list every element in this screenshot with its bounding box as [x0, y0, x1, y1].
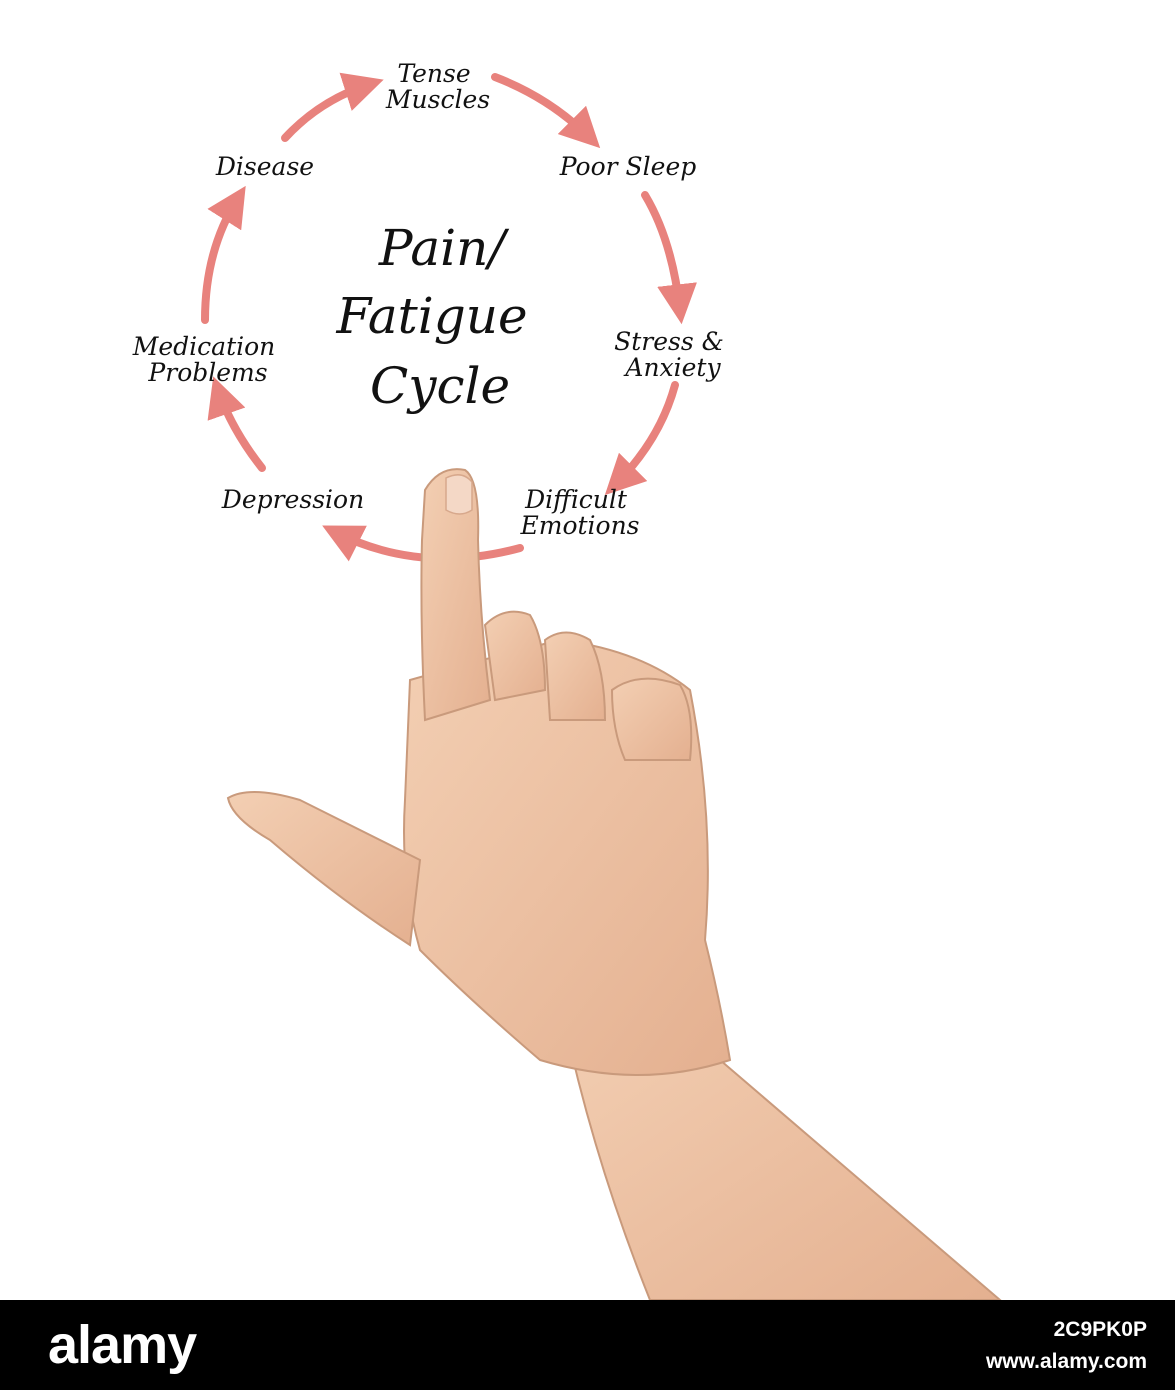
- node-poor-sleep: Poor Sleep: [559, 152, 697, 181]
- arrow-medication-to-disease: [201, 185, 246, 324]
- arrow-depression-to-medication: [207, 376, 266, 472]
- arrow-stress-to-emotions: [604, 381, 679, 496]
- node-medication-problems: Medication Problems: [132, 332, 283, 387]
- node-tense-muscles: Tense Muscles: [385, 59, 490, 114]
- arrow-sleep-to-stress: [641, 191, 697, 325]
- arrow-tense-to-sleep: [491, 73, 601, 149]
- node-difficult-emotions: Difficult Emotions: [519, 485, 639, 540]
- pointing-hand-image: [226, 468, 1002, 1300]
- node-stress-anxiety: Stress & Anxiety: [614, 327, 732, 382]
- brand-logo: alamy: [48, 1315, 197, 1375]
- site-url-label: www.alamy.com: [985, 1350, 1147, 1373]
- cycle-title: Pain/ Fatigue Cycle: [336, 219, 544, 415]
- middle-finger: [483, 610, 547, 702]
- thumb: [226, 790, 422, 947]
- ring-finger: [543, 631, 607, 721]
- stock-footer-bar: alamy 2C9PK0P www.alamy.com: [0, 1300, 1175, 1390]
- node-disease: Disease: [215, 152, 314, 181]
- image-id-label: 2C9PK0P: [1053, 1318, 1147, 1341]
- fingernail: [445, 474, 473, 515]
- cycle-arrows: [201, 72, 697, 563]
- node-depression: Depression: [221, 485, 364, 514]
- diagram-canvas: Pain/ Fatigue Cycle Tense Muscles Poor S…: [132, 59, 1002, 1300]
- arrow-disease-to-tense: [281, 72, 384, 142]
- index-finger: [420, 468, 492, 722]
- little-finger: [610, 677, 693, 761]
